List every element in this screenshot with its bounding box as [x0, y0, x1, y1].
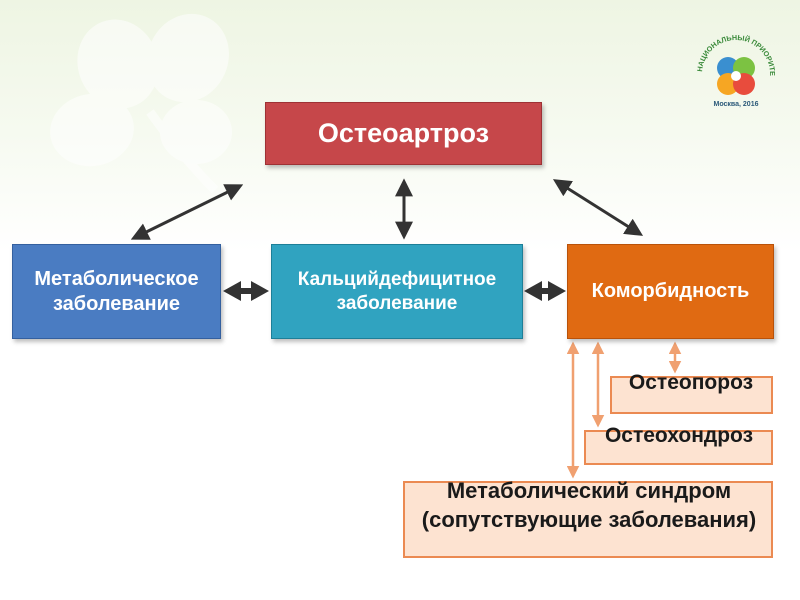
comorbidity-box: Коморбидность — [567, 244, 774, 339]
osteoporosis-label: Остеопороз — [628, 371, 754, 394]
comorbidity-label: Коморбидность — [591, 280, 750, 302]
logo-caption: Москва, 2016 — [713, 101, 759, 108]
osteoporosis-box — [610, 376, 773, 414]
calcium-deficiency-box: Кальцийдефицитное заболевание — [271, 244, 523, 339]
arrow-top-to-right — [552, 179, 644, 236]
arrow-top-to-left — [130, 184, 244, 240]
osteochondrosis-box — [584, 430, 773, 465]
osteoarthrosis-box: Остеоартроз — [265, 102, 542, 165]
four-leaf-clover-icon — [717, 57, 755, 95]
osteochondrosis-label: Остеохондроз — [604, 424, 754, 447]
logo: НАЦИОНАЛЬНЫЙ ПРИОРИТЕТ – ЗДОРОВЬЕ! — [686, 22, 777, 95]
metabolic-syndrome-label: Метаболический синдром (сопутствующие за… — [421, 478, 757, 532]
connector-left-middle — [223, 281, 269, 301]
connector-middle-right — [524, 281, 566, 301]
osteoarthrosis-label: Остеоартроз — [317, 117, 490, 148]
metabolic-syndrome-box — [403, 481, 773, 558]
metabolic-disease-label: Метаболическое заболевание — [34, 267, 199, 315]
background-clover-icon — [50, 13, 232, 194]
calcium-deficiency-label: Кальцийдефицитное заболевание — [297, 268, 497, 314]
metabolic-disease-box: Метаболическое заболевание — [12, 244, 221, 339]
